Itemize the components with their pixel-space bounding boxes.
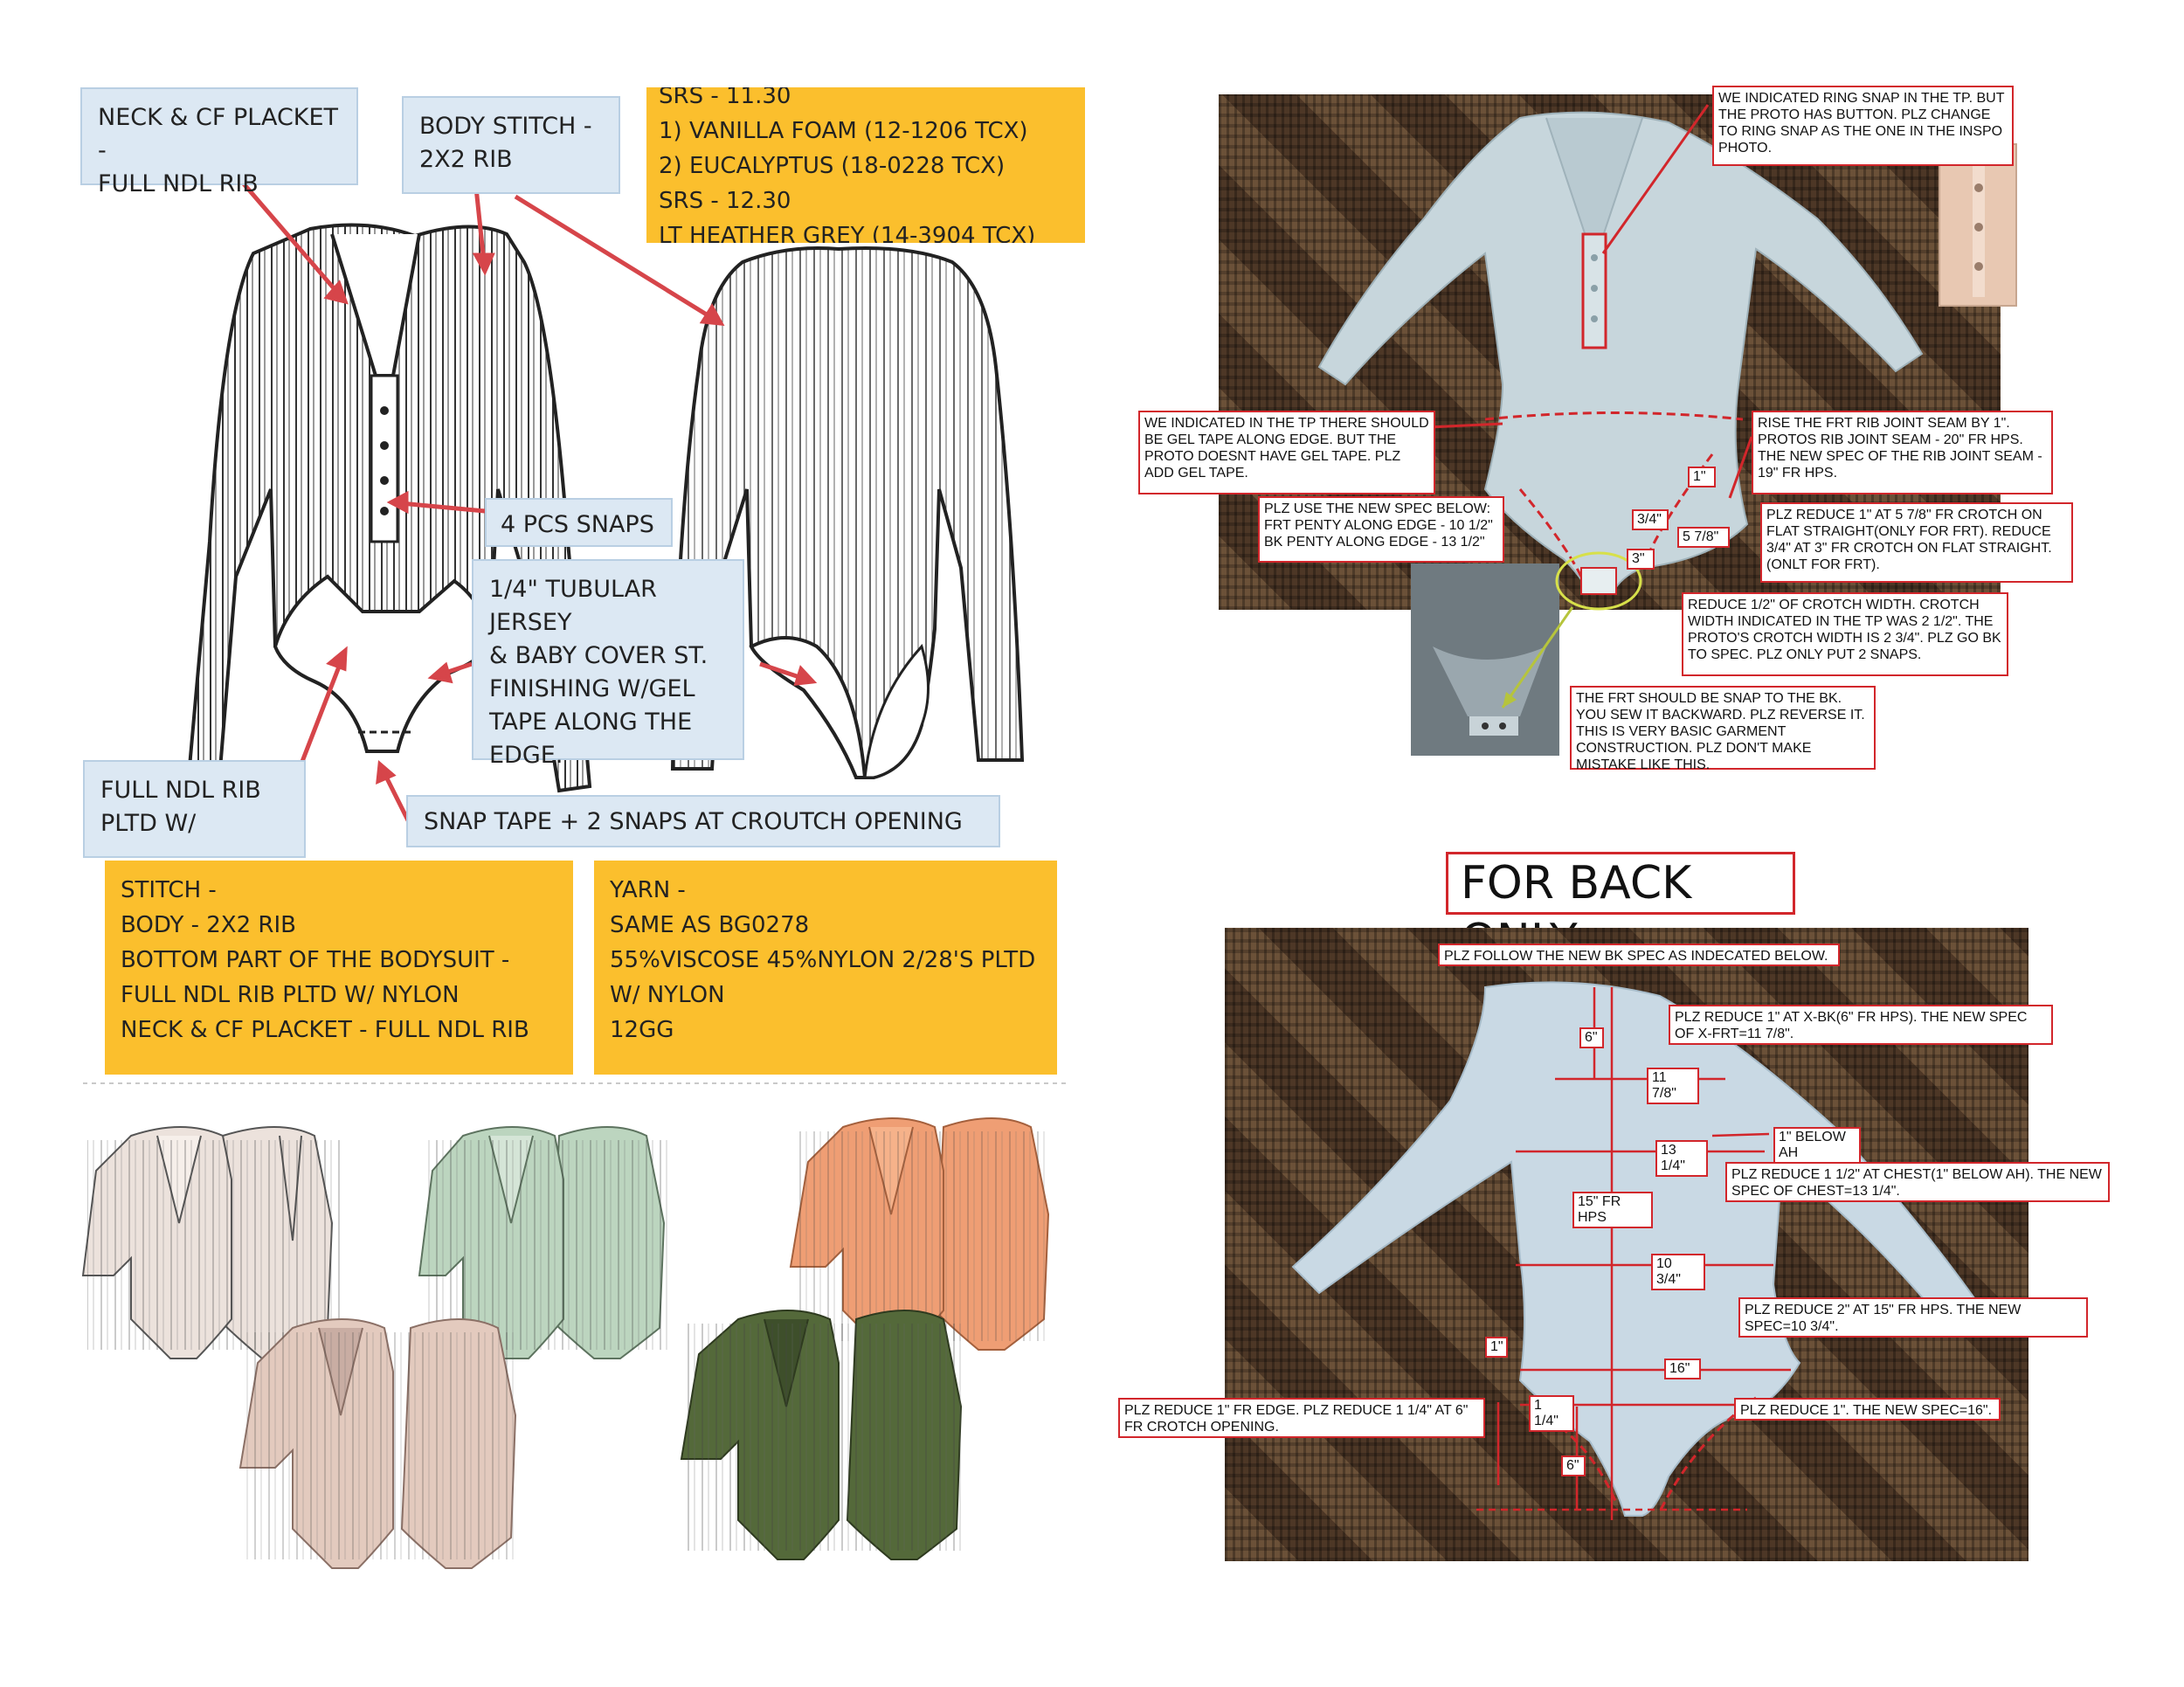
body-stitch-label: BODY STITCH -2X2 RIB (402, 96, 620, 194)
note-follow-bk-spec: PLZ FOLLOW THE NEW BK SPEC AS INDECATED … (1438, 944, 1840, 966)
note-crotch-width: REDUCE 1/2" OF CROTCH WIDTH. CROTCH WIDT… (1682, 592, 2008, 676)
snaps-label: 4 PCS SNAPS (485, 498, 673, 547)
colorways-box: SRS - 11.30 1) VANILLA FOAM (12-1206 TCX… (646, 87, 1085, 243)
dim-back-13-1-4: 13 1/4" (1655, 1140, 1708, 1177)
dim-back-below-ah: 1" BELOW AH (1773, 1127, 1861, 1164)
note-hip: PLZ REDUCE 1". THE NEW SPEC=16". (1734, 1398, 2001, 1421)
note-snap-backward: THE FRT SHOULD BE SNAP TO THE BK. YOU SE… (1570, 686, 1876, 772)
callout-arrows (234, 173, 818, 827)
dim-back-10-3-4: 10 3/4" (1651, 1254, 1705, 1290)
note-edge: PLZ REDUCE 1" FR EDGE. PLZ REDUCE 1 1/4"… (1118, 1398, 1485, 1438)
dim-back-15-fr-hps: 15" FR HPS (1572, 1192, 1653, 1228)
dim-back-11-7-8: 11 7/8" (1647, 1068, 1699, 1104)
dim-back-6-crotch: 6" (1561, 1455, 1586, 1476)
snap-tape-label: SNAP TAPE + 2 SNAPS AT CROUTCH OPENING (406, 795, 1000, 847)
dim-back-1: 1" (1485, 1337, 1508, 1358)
front-sketch (185, 223, 592, 793)
note-ring-snap: WE INDICATED RING SNAP IN THE TP. BUT TH… (1712, 86, 2014, 166)
colorway-ivory (81, 1126, 341, 1359)
colorway-sage (418, 1126, 668, 1359)
colorway-olive (680, 1310, 963, 1560)
note-gel-tape: WE INDICATED IN THE TP THERE SHOULD BE G… (1138, 411, 1435, 494)
note-penty-spec: PLZ USE THE NEW SPEC BELOW: FRT PENTY AL… (1258, 496, 1504, 563)
dim-back-1-1-4: 1 1/4" (1529, 1395, 1574, 1432)
dim-front-5-7-8: 5 7/8" (1677, 527, 1730, 548)
note-chest: PLZ REDUCE 1 1/2" AT CHEST(1" BELOW AH).… (1725, 1162, 2110, 1202)
note-xbk: PLZ REDUCE 1" AT X-BK(6" FR HPS). THE NE… (1669, 1005, 2053, 1045)
dim-back-16: 16" (1664, 1359, 1701, 1379)
dim-front-3-4: 3/4" (1632, 509, 1669, 530)
tubular-jersey-label: 1/4" TUBULAR JERSEY& BABY COVER ST. FINI… (472, 559, 744, 769)
dim-back-6: 6" (1579, 1027, 1604, 1048)
note-reduce-crotch: PLZ REDUCE 1" AT 5 7/8" FR CROTCH ON FLA… (1760, 502, 2073, 583)
note-waist: PLZ REDUCE 2" AT 15" FR HPS. THE NEW SPE… (1738, 1297, 2088, 1338)
dim-front-3: 3" (1627, 549, 1655, 570)
neck-placket-label: NECK & CF PLACKET -FULL NDL RIB (80, 87, 358, 197)
colorway-blush (238, 1318, 517, 1569)
dim-front-1: 1" (1688, 467, 1716, 487)
note-rise-seam: RISE THE FRT RIB JOINT SEAM BY 1". PROTO… (1752, 411, 2053, 494)
